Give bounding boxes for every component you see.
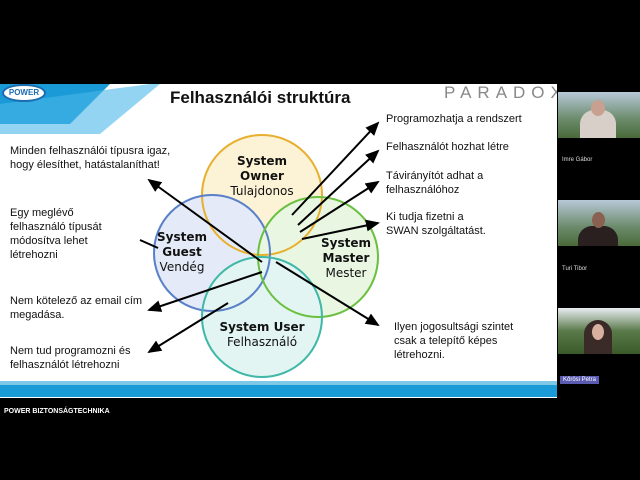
participant-name: Imre Gábor [562,157,593,163]
arrows [147,121,380,354]
note-remote: Távirányítót adhat a felhasználóhoz [386,170,484,196]
paradox-logo: PARADOX [444,84,557,102]
video-tile-2[interactable] [558,200,640,246]
participant-name: Turi Tibor [562,266,588,272]
header-decoration-2 [0,84,160,134]
note-no-program: Nem tud programozni és felhasználót létr… [10,345,131,371]
note-create-user: Felhasználót hozhat létre [386,141,509,153]
video-tile-1[interactable] [558,92,640,138]
video-tile-3[interactable] [558,308,640,354]
participant-name-active: Kőrösi Petra [560,376,600,384]
footer-stripe [0,381,557,385]
note-program: Programozhatja a rendszert [386,113,522,125]
note-installer: Ilyen jogosultsági szintet csak a telepí… [394,321,514,361]
note-swan: Ki tudja fizetni a SWAN szolgáltatást. [386,211,486,237]
footer-company: POWER BIZTONSÁGTECHNIKA [4,408,110,415]
note-all-types: Minden felhasználói típusra igaz, hogy é… [10,145,171,171]
note-email: Nem kötelező az email cím megadása. [10,295,143,321]
footer-stripe-2 [0,385,557,397]
presentation-slide: POWER Felhasználói struktúra PARADOX Sys… [0,84,557,398]
slide-title: Felhasználói struktúra [170,88,351,107]
slide-graphics [0,84,380,378]
power-logo: POWER [2,84,46,102]
note-existing-user: Egy meglévő felhasználó típusát módosítv… [10,207,102,261]
